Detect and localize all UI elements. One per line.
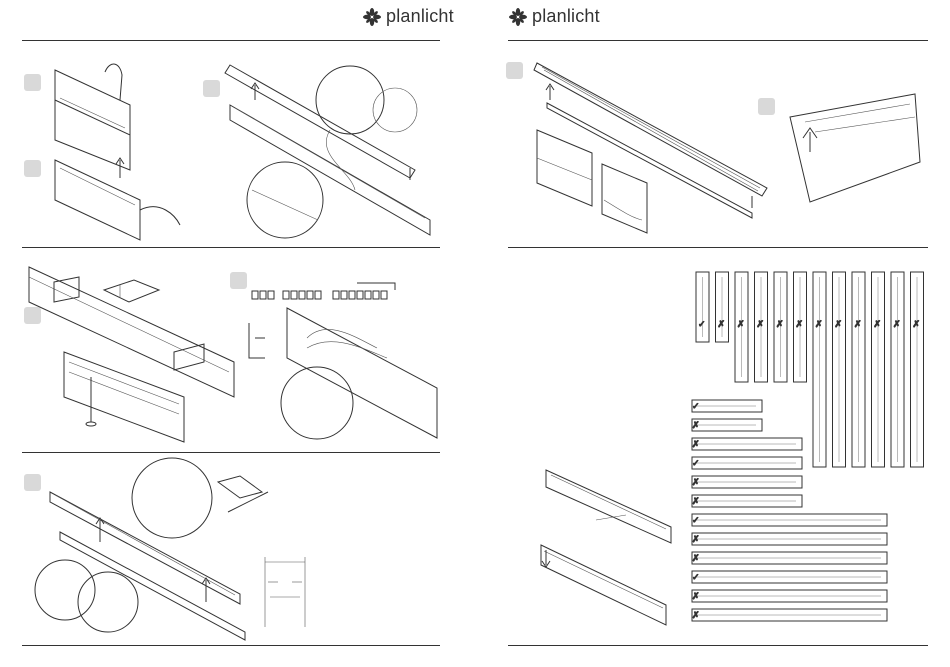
orientation-mark: ✗: [692, 553, 700, 563]
orientation-mark: ✗: [913, 319, 921, 329]
brand-header-left: planlicht: [362, 6, 454, 27]
orientation-matrix-horizontal: ✓ ✗ ✗ ✓ ✗ ✗ ✓ ✗ ✗ ✓ ✗ ✗: [690, 398, 890, 628]
wiring-connection-drawing: [247, 278, 442, 448]
orientation-mark: ✗: [854, 319, 862, 329]
section-divider: [22, 452, 440, 453]
end-cap-drawing: [785, 92, 925, 212]
step-badge: [506, 62, 523, 79]
planlicht-logo-icon: [508, 7, 528, 27]
orientation-mark: ✗: [692, 439, 700, 449]
manual-page-right: planlicht ✓ ✗ ✗ ✗ ✗ ✗ ✗ ✗ ✗ ✗ ✗ ✗ ✓ ✗ ✗ ✓ ✗ ✗ ✓ ✗ ✗ ✓ ✗ ✗: [480, 0, 950, 667]
orientation-mark: ✗: [874, 319, 882, 329]
diffuser-removal-drawing: [50, 60, 190, 240]
step-badge: [230, 272, 247, 289]
orientation-mark: ✗: [757, 319, 765, 329]
orientation-mark: ✗: [692, 477, 700, 487]
orientation-mark: ✗: [737, 319, 745, 329]
orientation-mark: ✗: [692, 610, 700, 620]
orientation-mark: ✗: [893, 319, 901, 329]
brand-name: planlicht: [386, 6, 454, 27]
orientation-mark: ✓: [692, 515, 700, 525]
channel-mounting-drawing: [220, 60, 450, 240]
step-badge: [758, 98, 775, 115]
header-rule: [508, 40, 928, 41]
manual-page-left: planlicht: [0, 0, 470, 667]
orientation-mark: ✓: [698, 319, 706, 329]
section-divider: [22, 247, 440, 248]
diffuser-alignment-drawing: [516, 465, 676, 635]
orientation-mark: ✗: [796, 319, 804, 329]
orientation-mark: ✗: [835, 319, 843, 329]
step-badge: [24, 160, 41, 177]
footer-rule: [22, 645, 440, 646]
orientation-mark: ✗: [718, 319, 726, 329]
step-badge: [203, 80, 220, 97]
orientation-mark: ✗: [776, 319, 784, 329]
orientation-mark: ✗: [692, 534, 700, 544]
planlicht-logo-icon: [362, 7, 382, 27]
brand-header-right: planlicht: [508, 6, 600, 27]
orientation-mark: ✓: [692, 458, 700, 468]
channel-assembly-drawing: [30, 462, 440, 642]
section-divider: [508, 247, 928, 248]
orientation-mark: ✗: [692, 420, 700, 430]
diffuser-insertion-drawing: [532, 58, 772, 233]
step-badge: [24, 74, 41, 91]
orientation-mark: ✗: [692, 496, 700, 506]
footer-rule: [508, 645, 928, 646]
header-rule: [22, 40, 440, 41]
orientation-mark: ✓: [692, 572, 700, 582]
orientation-mark: ✓: [692, 401, 700, 411]
orientation-mark: ✗: [815, 319, 823, 329]
brand-name: planlicht: [532, 6, 600, 27]
mounting-clip-drawing: [24, 262, 239, 442]
orientation-mark: ✗: [692, 591, 700, 601]
